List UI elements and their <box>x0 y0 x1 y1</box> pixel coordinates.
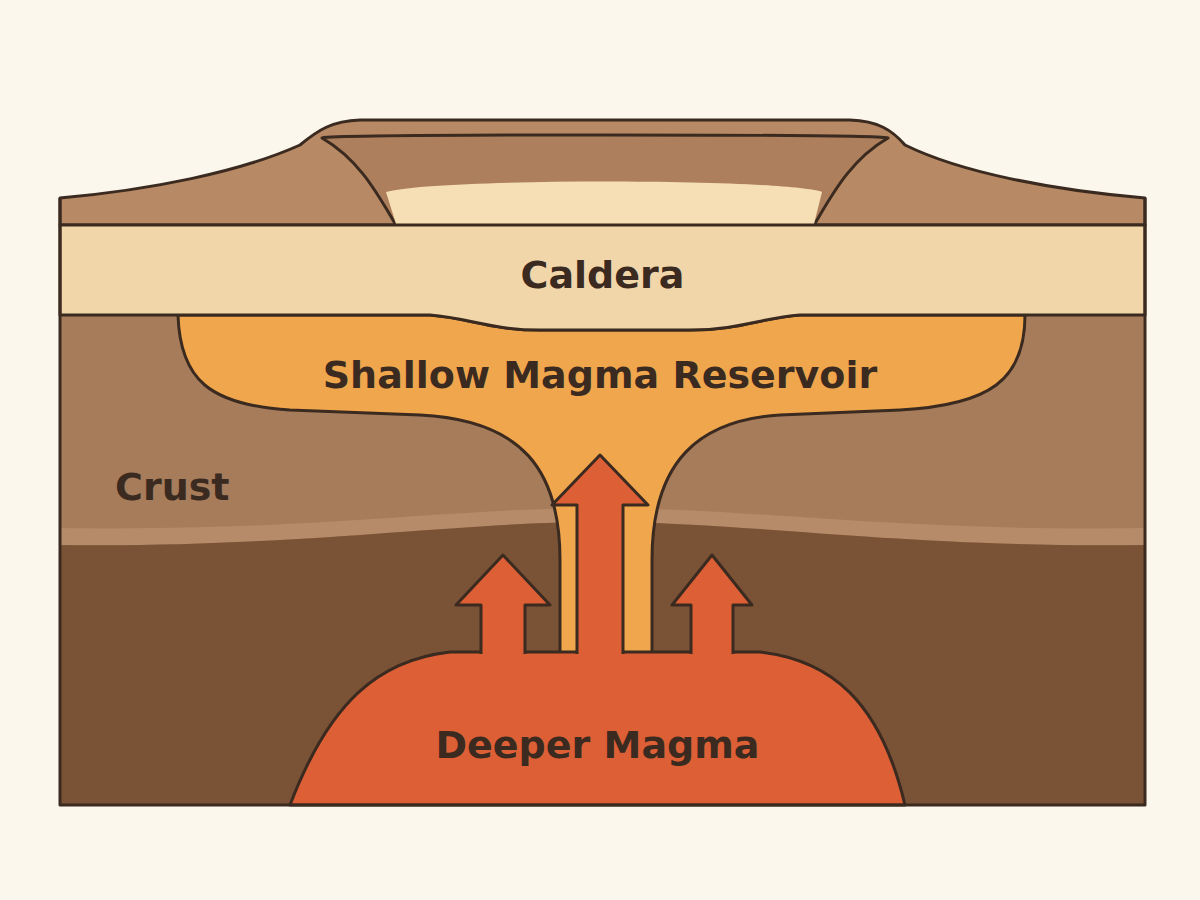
magma-flow-arrow <box>456 555 550 654</box>
caldera-floor <box>386 182 822 225</box>
region-fill <box>60 225 1145 330</box>
region-fill <box>60 522 1145 805</box>
frame-outline <box>60 198 1145 805</box>
region-fill <box>290 652 905 805</box>
magma-reservoir: Shallow Magma Reservoir <box>175 300 1025 660</box>
caldera-depression <box>322 135 888 225</box>
volcano-hill <box>60 120 1145 225</box>
region-label: Deeper Magma <box>290 721 905 769</box>
region-fill <box>60 508 1145 545</box>
region-fill <box>60 315 1145 805</box>
region-label: Caldera <box>60 251 1145 299</box>
magma-flow-arrow <box>672 555 752 654</box>
magma-flow-arrow <box>552 455 648 654</box>
region-label: Shallow Magma Reservoir <box>175 351 1025 399</box>
deeper-magma-shape <box>290 620 905 805</box>
region-label: Crust <box>115 463 415 511</box>
caldera-band: Caldera <box>60 225 1145 335</box>
deeper-magma: Deeper Magma <box>290 620 905 805</box>
